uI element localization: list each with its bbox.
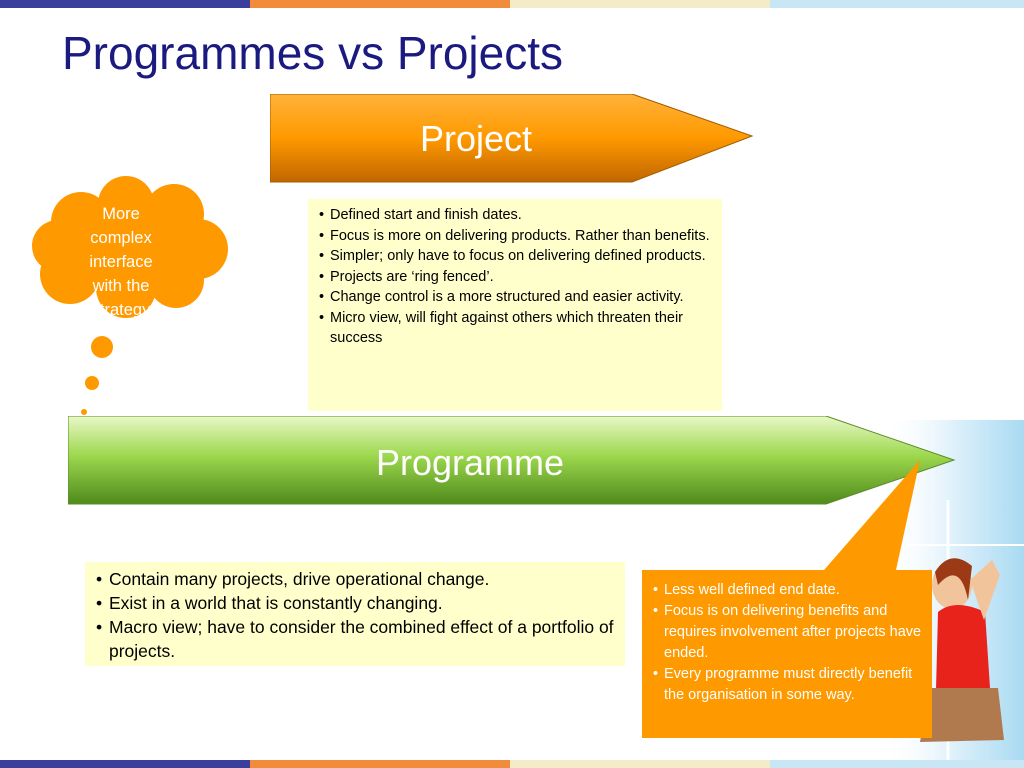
project-arrow — [270, 94, 754, 183]
list-item: Macro view; have to consider the combine… — [93, 615, 617, 663]
programme-arrow — [68, 416, 956, 505]
list-item: Micro view, will fight against others wh… — [316, 308, 712, 349]
thought-cloud — [32, 176, 228, 415]
list-item: Focus is more on delivering products. Ra… — [316, 226, 712, 247]
list-item: Defined start and finish dates. — [316, 205, 712, 226]
programme-arrow-label: Programme — [376, 442, 565, 483]
list-item: Every programme must directly benefit th… — [650, 664, 922, 706]
page-title: Programmes vs Projects — [62, 27, 564, 79]
list-item: Simpler; only have to focus on deliverin… — [316, 246, 712, 267]
list-item: Exist in a world that is constantly chan… — [93, 591, 617, 615]
bottom-decorative-stripe — [0, 760, 1024, 768]
cloud-text: More complex interface with the strategy — [89, 205, 153, 319]
top-decorative-stripe — [0, 0, 1024, 8]
project-arrow-label: Project — [420, 118, 533, 159]
woman-photo — [920, 558, 1004, 742]
project-characteristics-box: Defined start and finish dates. Focus is… — [308, 199, 722, 411]
list-item: Less well defined end date. — [650, 580, 922, 601]
list-item: Change control is a more structured and … — [316, 287, 712, 308]
list-item: Projects are ‘ring fenced’. — [316, 267, 712, 288]
list-item: Contain many projects, drive operational… — [93, 567, 617, 591]
callout-pointer — [824, 460, 920, 570]
programme-callout-box: Less well defined end date. Focus is on … — [642, 570, 932, 738]
list-item: Focus is on delivering benefits and requ… — [650, 601, 922, 664]
programme-characteristics-box: Contain many projects, drive operational… — [85, 562, 625, 666]
